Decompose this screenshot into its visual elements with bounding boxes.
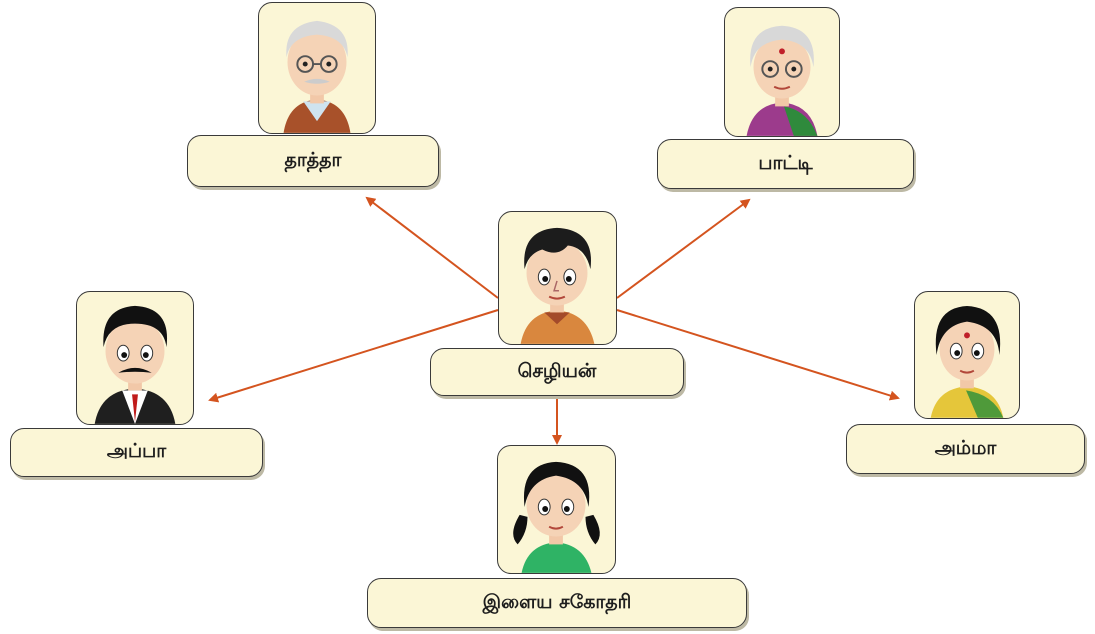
boy-face-icon [520, 227, 595, 344]
mother-label: அம்மா [846, 424, 1085, 474]
sister-label: இளைய சகோதரி [367, 578, 747, 628]
girl-face-icon [513, 461, 600, 573]
grandfather-label: தாத்தா [187, 135, 439, 187]
arrow-to-mother [616, 309, 900, 401]
cheliyan-portrait [498, 211, 617, 345]
grandmother-label: பாட்டி [657, 139, 914, 189]
grandfather-portrait [258, 2, 376, 134]
grandfather-face-icon [283, 20, 351, 133]
sister-portrait [497, 445, 616, 574]
cheliyan-label: செழியன் [430, 348, 684, 396]
arrow-to-grandfather [365, 196, 499, 299]
mother-face-icon [930, 305, 1004, 418]
father-face-icon [94, 305, 176, 424]
mother-portrait [914, 291, 1020, 419]
father-portrait [76, 291, 194, 425]
arrow-to-father [208, 309, 499, 403]
father-label: அப்பா [10, 428, 263, 477]
grandmother-face-icon [746, 25, 818, 136]
grandmother-portrait [724, 7, 840, 137]
arrow-to-grandmother [616, 198, 751, 299]
